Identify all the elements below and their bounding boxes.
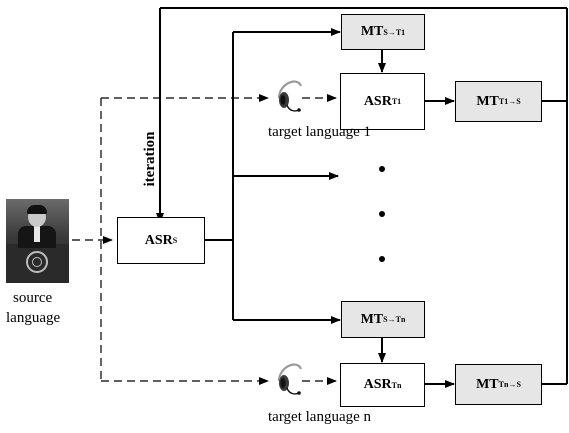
solid-connectors [156, 7, 568, 388]
ellipsis-dot [379, 256, 385, 262]
speaker-photo [6, 199, 69, 283]
source-language-label-line1: source [13, 290, 53, 306]
dashed-connectors [72, 94, 337, 385]
node-subscript: S [172, 236, 178, 245]
node-label: ASR [144, 232, 173, 248]
ellipsis-dot [379, 211, 385, 217]
iteration-label: iteration [142, 131, 158, 187]
node-subscript: Tn→S [498, 380, 521, 389]
node-label: MT [476, 376, 499, 392]
node-subscript: Tn [391, 380, 402, 390]
headset-icon [277, 363, 303, 395]
node-subscript: S→Tn [383, 315, 406, 324]
source-language-label-line2: language [6, 310, 61, 326]
headset-icon [277, 80, 303, 112]
node-label: MT [360, 311, 384, 327]
node-label: ASR [363, 377, 392, 392]
target-language-1-label: target language 1 [268, 124, 372, 140]
node-subscript: T1→S [498, 97, 521, 106]
node-label: ASR [363, 93, 392, 109]
node-label: MT [360, 24, 384, 39]
node-subscript: S→T1 [383, 27, 406, 37]
target-language-n-label: target language n [268, 409, 372, 425]
node-label: MT [476, 93, 499, 109]
node-subscript: T1 [391, 97, 402, 106]
ellipsis-dot [379, 166, 385, 172]
